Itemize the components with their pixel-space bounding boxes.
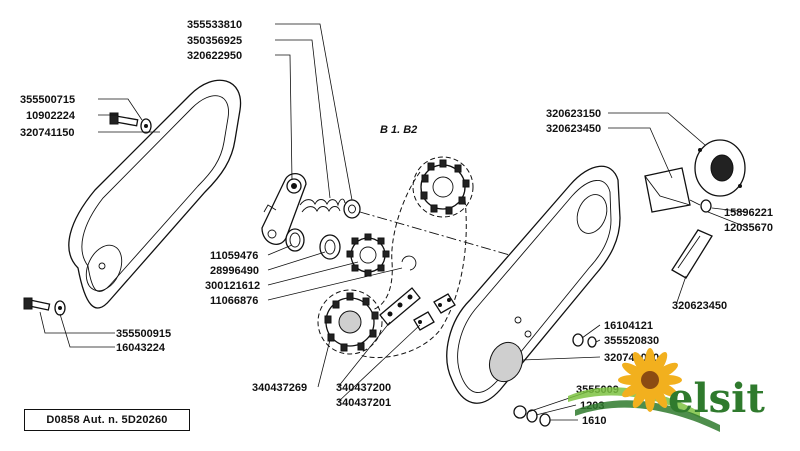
- label-10902224: 10902224: [26, 110, 76, 122]
- label-11059476: 11059476: [210, 250, 258, 262]
- tensioner-block: [644, 167, 691, 213]
- hub-cap: [694, 139, 746, 197]
- idler-sprocket: [346, 233, 390, 277]
- brand-logo-text: elsit: [668, 375, 765, 422]
- leader-lines: [39, 23, 747, 421]
- spacer-ring: [285, 228, 305, 252]
- label-11066876: 11066876: [210, 295, 258, 307]
- label-320623450-bottom: 320623450: [672, 300, 727, 312]
- circlip: [401, 255, 417, 271]
- slide-plate: [671, 229, 713, 279]
- cover-screw-bottom: [23, 297, 66, 316]
- chain-connector: [433, 293, 456, 314]
- label-340437269: 340437269: [252, 382, 307, 394]
- label-320623450-top: 320623450: [546, 123, 601, 135]
- small-washer-right: [689, 199, 712, 213]
- label-15896221: 15896221: [724, 207, 773, 219]
- label-320623150: 320623150: [546, 108, 601, 120]
- nuts-stack: [513, 405, 551, 427]
- label-320741150: 320741150: [20, 127, 74, 139]
- brand-logo: elsit: [568, 348, 765, 432]
- assembly-axis: [359, 211, 521, 259]
- label-1610: 1610: [582, 415, 606, 427]
- tension-spring: [299, 198, 346, 213]
- part-labels: 355533810 350356925 320622950 355500715 …: [20, 19, 773, 427]
- drawing-code: D0858 Aut. n. 5D20260: [46, 414, 168, 426]
- tensioner-arm: [261, 173, 307, 245]
- label-300121612: 300121612: [205, 280, 260, 292]
- label-340437201: 340437201: [336, 397, 391, 409]
- label-12035670: 12035670: [724, 222, 773, 234]
- cover-screw-top: [109, 112, 152, 134]
- chain-segment: [379, 287, 421, 326]
- label-16043224: 16043224: [116, 342, 166, 354]
- label-350356925: 350356925: [187, 35, 242, 47]
- chain-path: [359, 171, 467, 358]
- case-screw: [572, 333, 597, 348]
- lower-sprocket: [317, 289, 383, 355]
- label-320622950: 320622950: [187, 50, 242, 62]
- label-28996490: 28996490: [210, 265, 259, 277]
- washer-top: [343, 199, 361, 219]
- label-16104121: 16104121: [604, 320, 653, 332]
- outer-chain-cover: [68, 79, 242, 309]
- label-355533810: 355533810: [187, 19, 242, 31]
- bearing-ring: [319, 234, 341, 260]
- label-355520830: 355520830: [604, 335, 659, 347]
- drawing-code-box: D0858 Aut. n. 5D20260: [24, 409, 190, 431]
- upper-sprocket: [412, 156, 474, 218]
- label-340437200: 340437200: [336, 382, 391, 394]
- sunflower-icon: [618, 348, 682, 412]
- label-355500915: 355500915: [116, 328, 171, 340]
- inner-chain-case: [446, 165, 621, 404]
- label-355500715: 355500715: [20, 94, 75, 106]
- group-reference-label: B 1. B2: [380, 124, 417, 136]
